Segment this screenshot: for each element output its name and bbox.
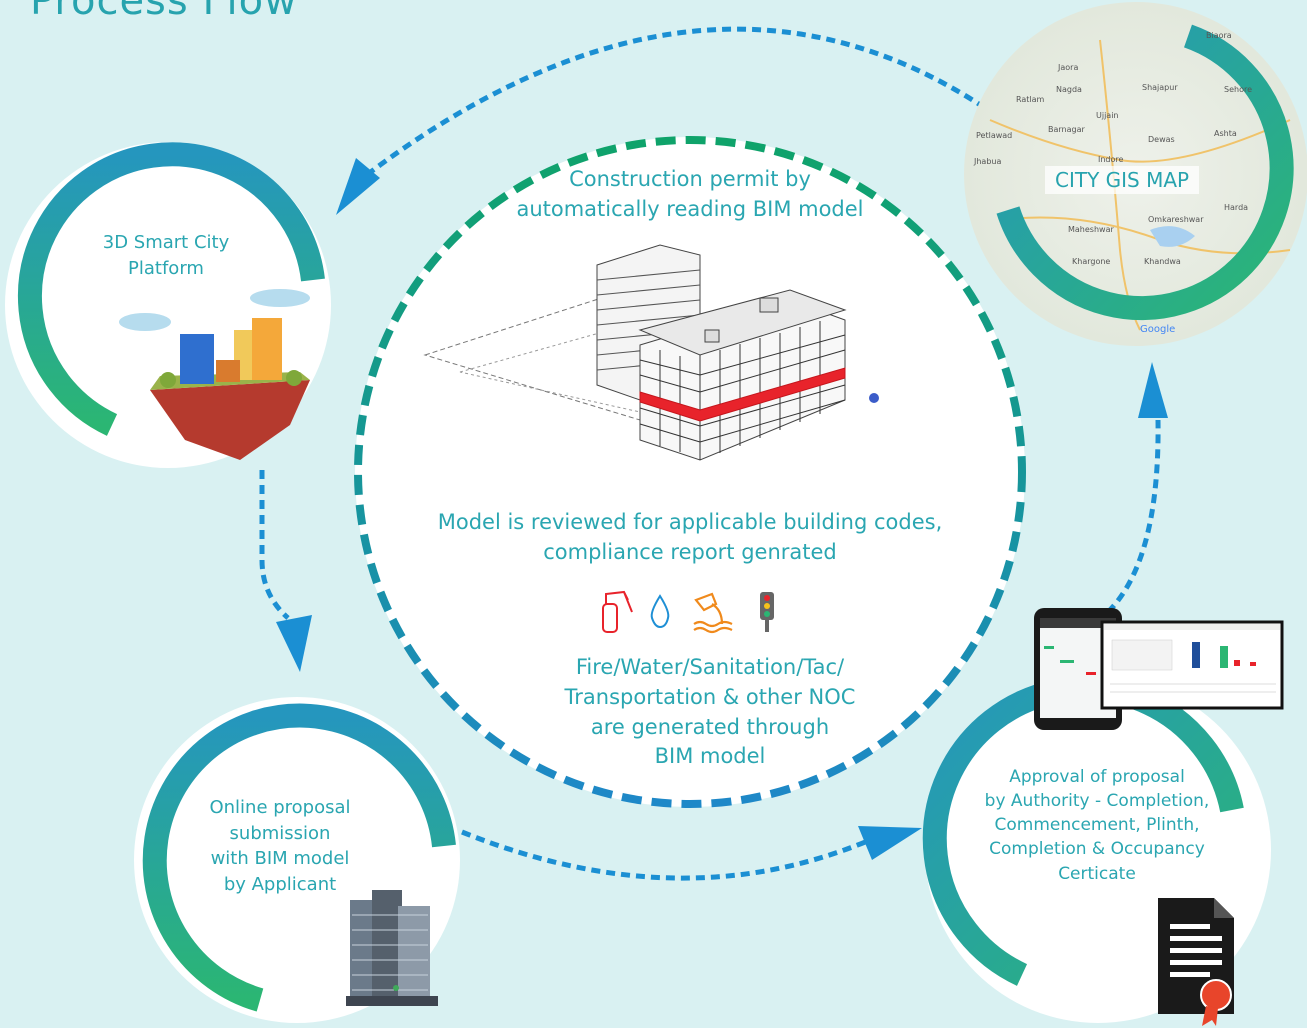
map-label-khargone: Khargone bbox=[1072, 257, 1110, 266]
city-island-illustration bbox=[119, 289, 310, 460]
sanitation-icon bbox=[693, 592, 733, 634]
approval-line-5: Certicate bbox=[1058, 863, 1136, 884]
arrow-gis-to-platform bbox=[336, 26, 987, 215]
map-label-jaora: Jaora bbox=[1057, 63, 1078, 72]
dashboard-screen-illustration bbox=[1100, 620, 1284, 710]
map-label-petlawad: Petlawad bbox=[976, 131, 1012, 140]
approval-line-3: Commencement, Plinth, bbox=[994, 815, 1200, 836]
map-label-barnagar: Barnagar bbox=[1048, 125, 1085, 134]
map-label-biaora: Biaora bbox=[1206, 31, 1232, 40]
water-drop-icon bbox=[650, 594, 670, 629]
map-label-sehore: Sehore bbox=[1224, 85, 1252, 94]
map-label-harda: Harda bbox=[1224, 203, 1248, 212]
bim-building-model bbox=[423, 244, 879, 461]
submission-line-3: with BIM model bbox=[210, 848, 350, 870]
platform-label: 3D Smart City Platform bbox=[66, 230, 266, 281]
map-label-shajapur: Shajapur bbox=[1142, 83, 1178, 92]
map-label-omkareshwar: Omkareshwar bbox=[1148, 215, 1204, 224]
map-label-ujjain: Ujjain bbox=[1096, 111, 1119, 120]
map-label-ashta: Ashta bbox=[1214, 129, 1237, 138]
permit-text: Construction permit by automatically rea… bbox=[470, 165, 910, 225]
review-line-2: compliance report genrated bbox=[543, 539, 837, 564]
review-text: Model is reviewed for applicable buildin… bbox=[410, 508, 970, 568]
platform-line-2: Platform bbox=[128, 257, 204, 279]
submission-line-4: by Applicant bbox=[223, 873, 337, 895]
traffic-light-icon bbox=[760, 592, 774, 632]
fire-extinguisher-icon bbox=[602, 590, 633, 633]
arrow-submission-to-approval bbox=[461, 826, 922, 881]
noc-line-3: are generated through bbox=[590, 714, 830, 739]
permit-line-1: Construction permit by bbox=[569, 167, 811, 191]
map-label-maheshwar: Maheshwar bbox=[1068, 225, 1114, 234]
page-title: Process Flow bbox=[30, 0, 298, 24]
map-label-indore: Indore bbox=[1098, 155, 1124, 164]
center-circle bbox=[354, 136, 1026, 808]
arrow-approval-to-gis bbox=[1106, 362, 1168, 614]
approval-label: Approval of proposal by Authority - Comp… bbox=[966, 765, 1228, 886]
platform-line-1: 3D Smart City bbox=[102, 232, 230, 253]
tower-building-illustration bbox=[346, 890, 438, 1006]
certificate-document-icon bbox=[1158, 898, 1234, 1026]
map-label-nagda: Nagda bbox=[1056, 85, 1082, 94]
map-label-dewas: Dewas bbox=[1148, 135, 1175, 144]
arrow-platform-to-submission bbox=[259, 470, 312, 672]
noc-line-1: Fire/Water/Sanitation/Tac/ bbox=[575, 655, 845, 679]
submission-label: Online proposal submission with BIM mode… bbox=[180, 795, 380, 897]
noc-line-2: Transportation & other NOC bbox=[564, 684, 856, 709]
noc-line-4: BIM model bbox=[654, 744, 766, 769]
permit-line-2: automatically reading BIM model bbox=[516, 196, 864, 221]
submission-line-2: submission bbox=[229, 822, 331, 844]
map-town-labels: Jaora Nagda Ratlam Ujjain Dewas Indore B… bbox=[973, 31, 1252, 335]
gis-map-label: CITY GIS MAP bbox=[1045, 166, 1200, 194]
noc-text: Fire/Water/Sanitation/Tac/ Transportatio… bbox=[520, 653, 900, 772]
map-label-khandwa: Khandwa bbox=[1144, 257, 1181, 266]
map-label-jhabua: Jhabua bbox=[973, 157, 1001, 166]
approval-line-2: by Authority - Completion, bbox=[984, 791, 1210, 812]
review-line-1: Model is reviewed for applicable buildin… bbox=[437, 510, 943, 534]
approval-line-1: Approval of proposal bbox=[1009, 767, 1185, 787]
map-label-google: Google bbox=[1140, 324, 1175, 335]
submission-line-1: Online proposal bbox=[209, 797, 351, 818]
map-water bbox=[1150, 226, 1195, 247]
map-label-ratlam: Ratlam bbox=[1016, 95, 1045, 104]
approval-line-4: Completion & Occupancy bbox=[989, 839, 1205, 860]
